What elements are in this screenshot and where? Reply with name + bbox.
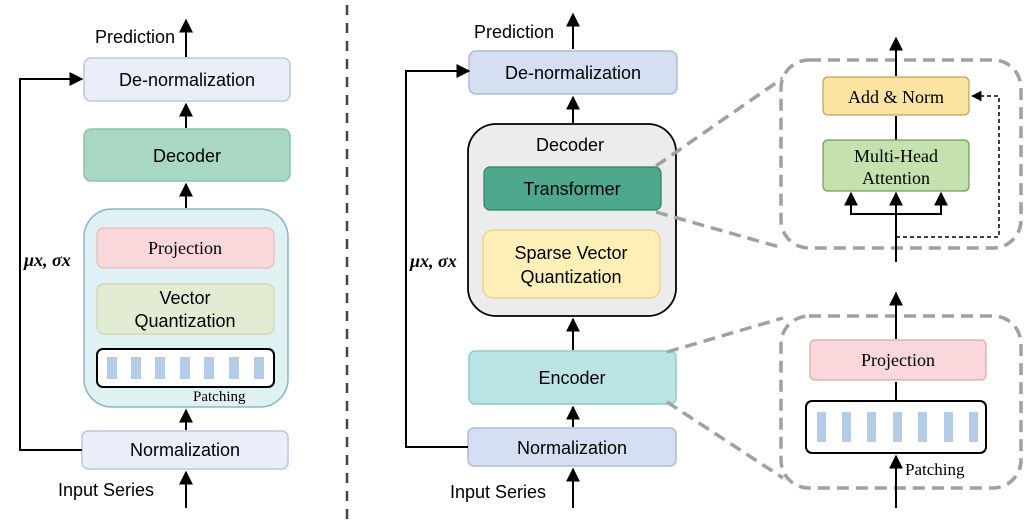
right-stats-label: μx, σx: [409, 251, 457, 271]
right-patch-bars: [817, 412, 978, 442]
mha-input-arrow-left: [844, 191, 896, 215]
right-transformer-label: Transformer: [523, 179, 620, 199]
patch-bar: [817, 412, 826, 442]
zoom-line-bottom-lower: [666, 400, 784, 480]
patch-bar: [229, 357, 239, 379]
right-encoder-label: Encoder: [538, 368, 605, 388]
left-vq-box: [96, 283, 275, 335]
left-normalization-label: Normalization: [130, 440, 240, 460]
mha-box: [822, 139, 970, 192]
right-decoder-label: Decoder: [536, 135, 604, 155]
patch-bar: [969, 412, 978, 442]
right-svq-label-2: Quantization: [520, 267, 621, 287]
left-prediction-label: Prediction: [95, 27, 175, 47]
left-vq-label-1: Vector: [159, 288, 210, 308]
mha-input-arrow-right: [896, 191, 948, 215]
patch-bar: [842, 412, 851, 442]
mha-label-2: Attention: [862, 168, 930, 188]
right-normalization-label: Normalization: [517, 438, 627, 458]
right-panel: Prediction De-normalization Decoder Tran…: [405, 12, 1023, 508]
right-projection-label: Projection: [861, 350, 935, 370]
right-svq-label-1: Sparse Vector: [514, 243, 627, 263]
right-transformer-box: [483, 166, 662, 211]
left-panel: Prediction De-normalization Decoder Proj…: [19, 18, 291, 508]
left-patch-bars: [107, 357, 264, 379]
right-input-label: Input Series: [450, 482, 546, 502]
addnorm-box: [822, 76, 970, 116]
patch-bar: [254, 357, 264, 379]
left-stats-label: μx, σx: [23, 250, 71, 270]
patch-bar: [131, 357, 141, 379]
left-skip-connection: [19, 72, 84, 451]
right-patching-label: Patching: [905, 460, 965, 479]
right-skip-connection: [405, 64, 471, 448]
patch-bar: [893, 412, 902, 442]
left-projection-label: Projection: [148, 238, 222, 258]
patch-bar: [204, 357, 214, 379]
patch-bar: [107, 357, 117, 379]
zoom-line-top-upper: [655, 76, 784, 168]
mha-label-1: Multi-Head: [854, 146, 938, 166]
right-svq-box: [482, 229, 661, 299]
right-denormalization-label: De-normalization: [505, 63, 641, 83]
left-denormalization-box: [83, 57, 291, 102]
left-input-label: Input Series: [58, 480, 154, 500]
patch-bar: [867, 412, 876, 442]
patch-bar: [918, 412, 927, 442]
left-vq-label-2: Quantization: [134, 311, 235, 331]
right-prediction-label: Prediction: [474, 22, 554, 42]
zoom-line-top-lower: [655, 210, 784, 250]
left-patching-label: Patching: [193, 389, 246, 405]
patch-bar: [944, 412, 953, 442]
addnorm-label: Add & Norm: [848, 87, 944, 107]
left-decoder-label: Decoder: [153, 146, 221, 166]
left-decoder-box: [83, 128, 291, 182]
patch-bar: [155, 357, 165, 379]
left-projection-box: [96, 227, 275, 269]
left-denormalization-label: De-normalization: [119, 70, 255, 90]
residual-connection: [896, 90, 1000, 238]
right-projection-box: [809, 339, 987, 381]
patch-bar: [180, 357, 190, 379]
right-encoder-box: [468, 350, 677, 405]
zoom-line-bottom-upper: [666, 316, 784, 354]
